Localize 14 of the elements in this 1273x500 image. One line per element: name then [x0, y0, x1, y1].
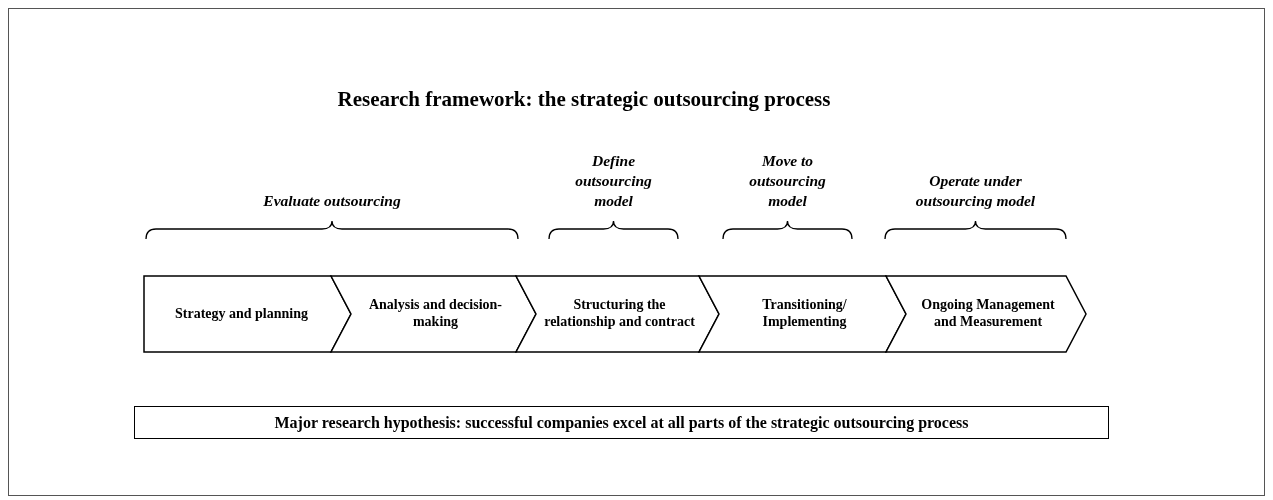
step-label: Strategy and planning: [174, 305, 308, 323]
phase-label: Move to outsourcing model: [748, 150, 827, 211]
step-label: Ongoing Management and Measurement: [920, 297, 1056, 331]
step-label: Transitioning/ Implementing: [761, 297, 848, 331]
hypothesis-text: Major research hypothesis: successful companies excel at all parts of the strategic outsourcing process: [274, 413, 969, 432]
phase-label: Define outsourcing model: [574, 150, 653, 211]
step-label: Analysis and decision-making: [367, 297, 503, 331]
chevron-step: [144, 276, 351, 352]
chevron-step: [886, 276, 1086, 352]
step-label: Structuring the relationship and contract: [543, 297, 696, 331]
hypothesis-box: [134, 406, 1109, 439]
diagram-title: Research framework: the strategic outsourcing process: [336, 87, 832, 112]
phase-label: Evaluate outsourcing: [262, 190, 402, 211]
phase-label: Operate under outsourcing model: [914, 170, 1037, 211]
